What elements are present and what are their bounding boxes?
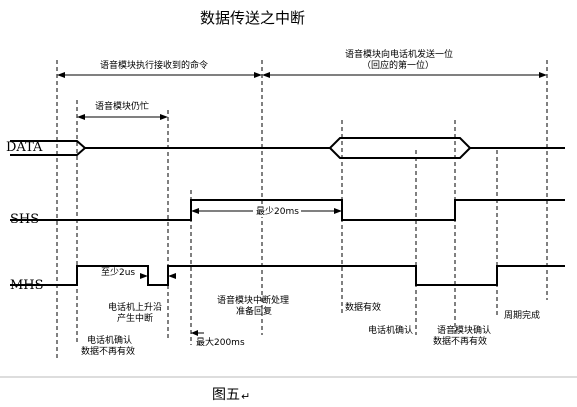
annotation-module-interrupt-1: 语音模块中断处理	[217, 294, 289, 306]
annotation-phone-rising-2: 产生中断	[117, 312, 153, 324]
mhs-waveform	[10, 265, 565, 286]
span-module-busy-label: 语音模块仍忙	[95, 100, 149, 112]
span-min-20ms-label: 最少20ms	[256, 206, 299, 217]
span-send-first-bit-label-2: （回应的第一位）	[362, 59, 434, 71]
annotation-module-confirm-1: 语音模块确认	[437, 324, 491, 336]
caption-return-mark: ↵	[241, 390, 250, 403]
signal-label-data: DATA	[6, 140, 43, 155]
annotation-phone-confirm-short: 电话机确认	[368, 324, 413, 336]
span-send-first-bit-label-1: 语音模块向电话机发送一位	[345, 48, 453, 60]
annotation-cycle-complete: 周期完成	[504, 309, 540, 321]
span-execute-command-label: 语音模块执行接收到的命令	[100, 59, 208, 71]
span-send-first-bit: 语音模块向电话机发送一位 （回应的第一位）	[262, 48, 547, 78]
figure-caption: 图五	[212, 387, 240, 403]
span-min-2us-label: 至少2us	[101, 267, 135, 278]
annotation-module-confirm-2: 数据不再有效	[433, 335, 487, 347]
annotation-phone-confirm-1: 电话机确认	[87, 334, 132, 346]
span-min-20ms: 最少20ms	[191, 204, 342, 217]
annotation-phone-confirm-2: 数据不再有效	[81, 345, 135, 357]
span-execute-command: 语音模块执行接收到的命令	[57, 59, 262, 78]
span-min-2us: 至少2us	[101, 267, 176, 279]
annotation-phone-rising-1: 电话机上升沿	[108, 301, 162, 313]
annotations: 电话机上升沿 产生中断 电话机确认 数据不再有效 最大200ms 语音模块中断处…	[81, 294, 540, 357]
diagram-title: 数据传送之中断	[200, 9, 305, 27]
data-waveform	[10, 137, 565, 159]
annotation-max-200ms: 最大200ms	[196, 336, 245, 348]
annotation-data-valid: 数据有效	[345, 301, 381, 313]
shs-waveform	[10, 199, 565, 221]
span-module-busy: 语音模块仍忙	[77, 100, 168, 120]
annotation-module-interrupt-2: 准备回复	[236, 305, 272, 317]
